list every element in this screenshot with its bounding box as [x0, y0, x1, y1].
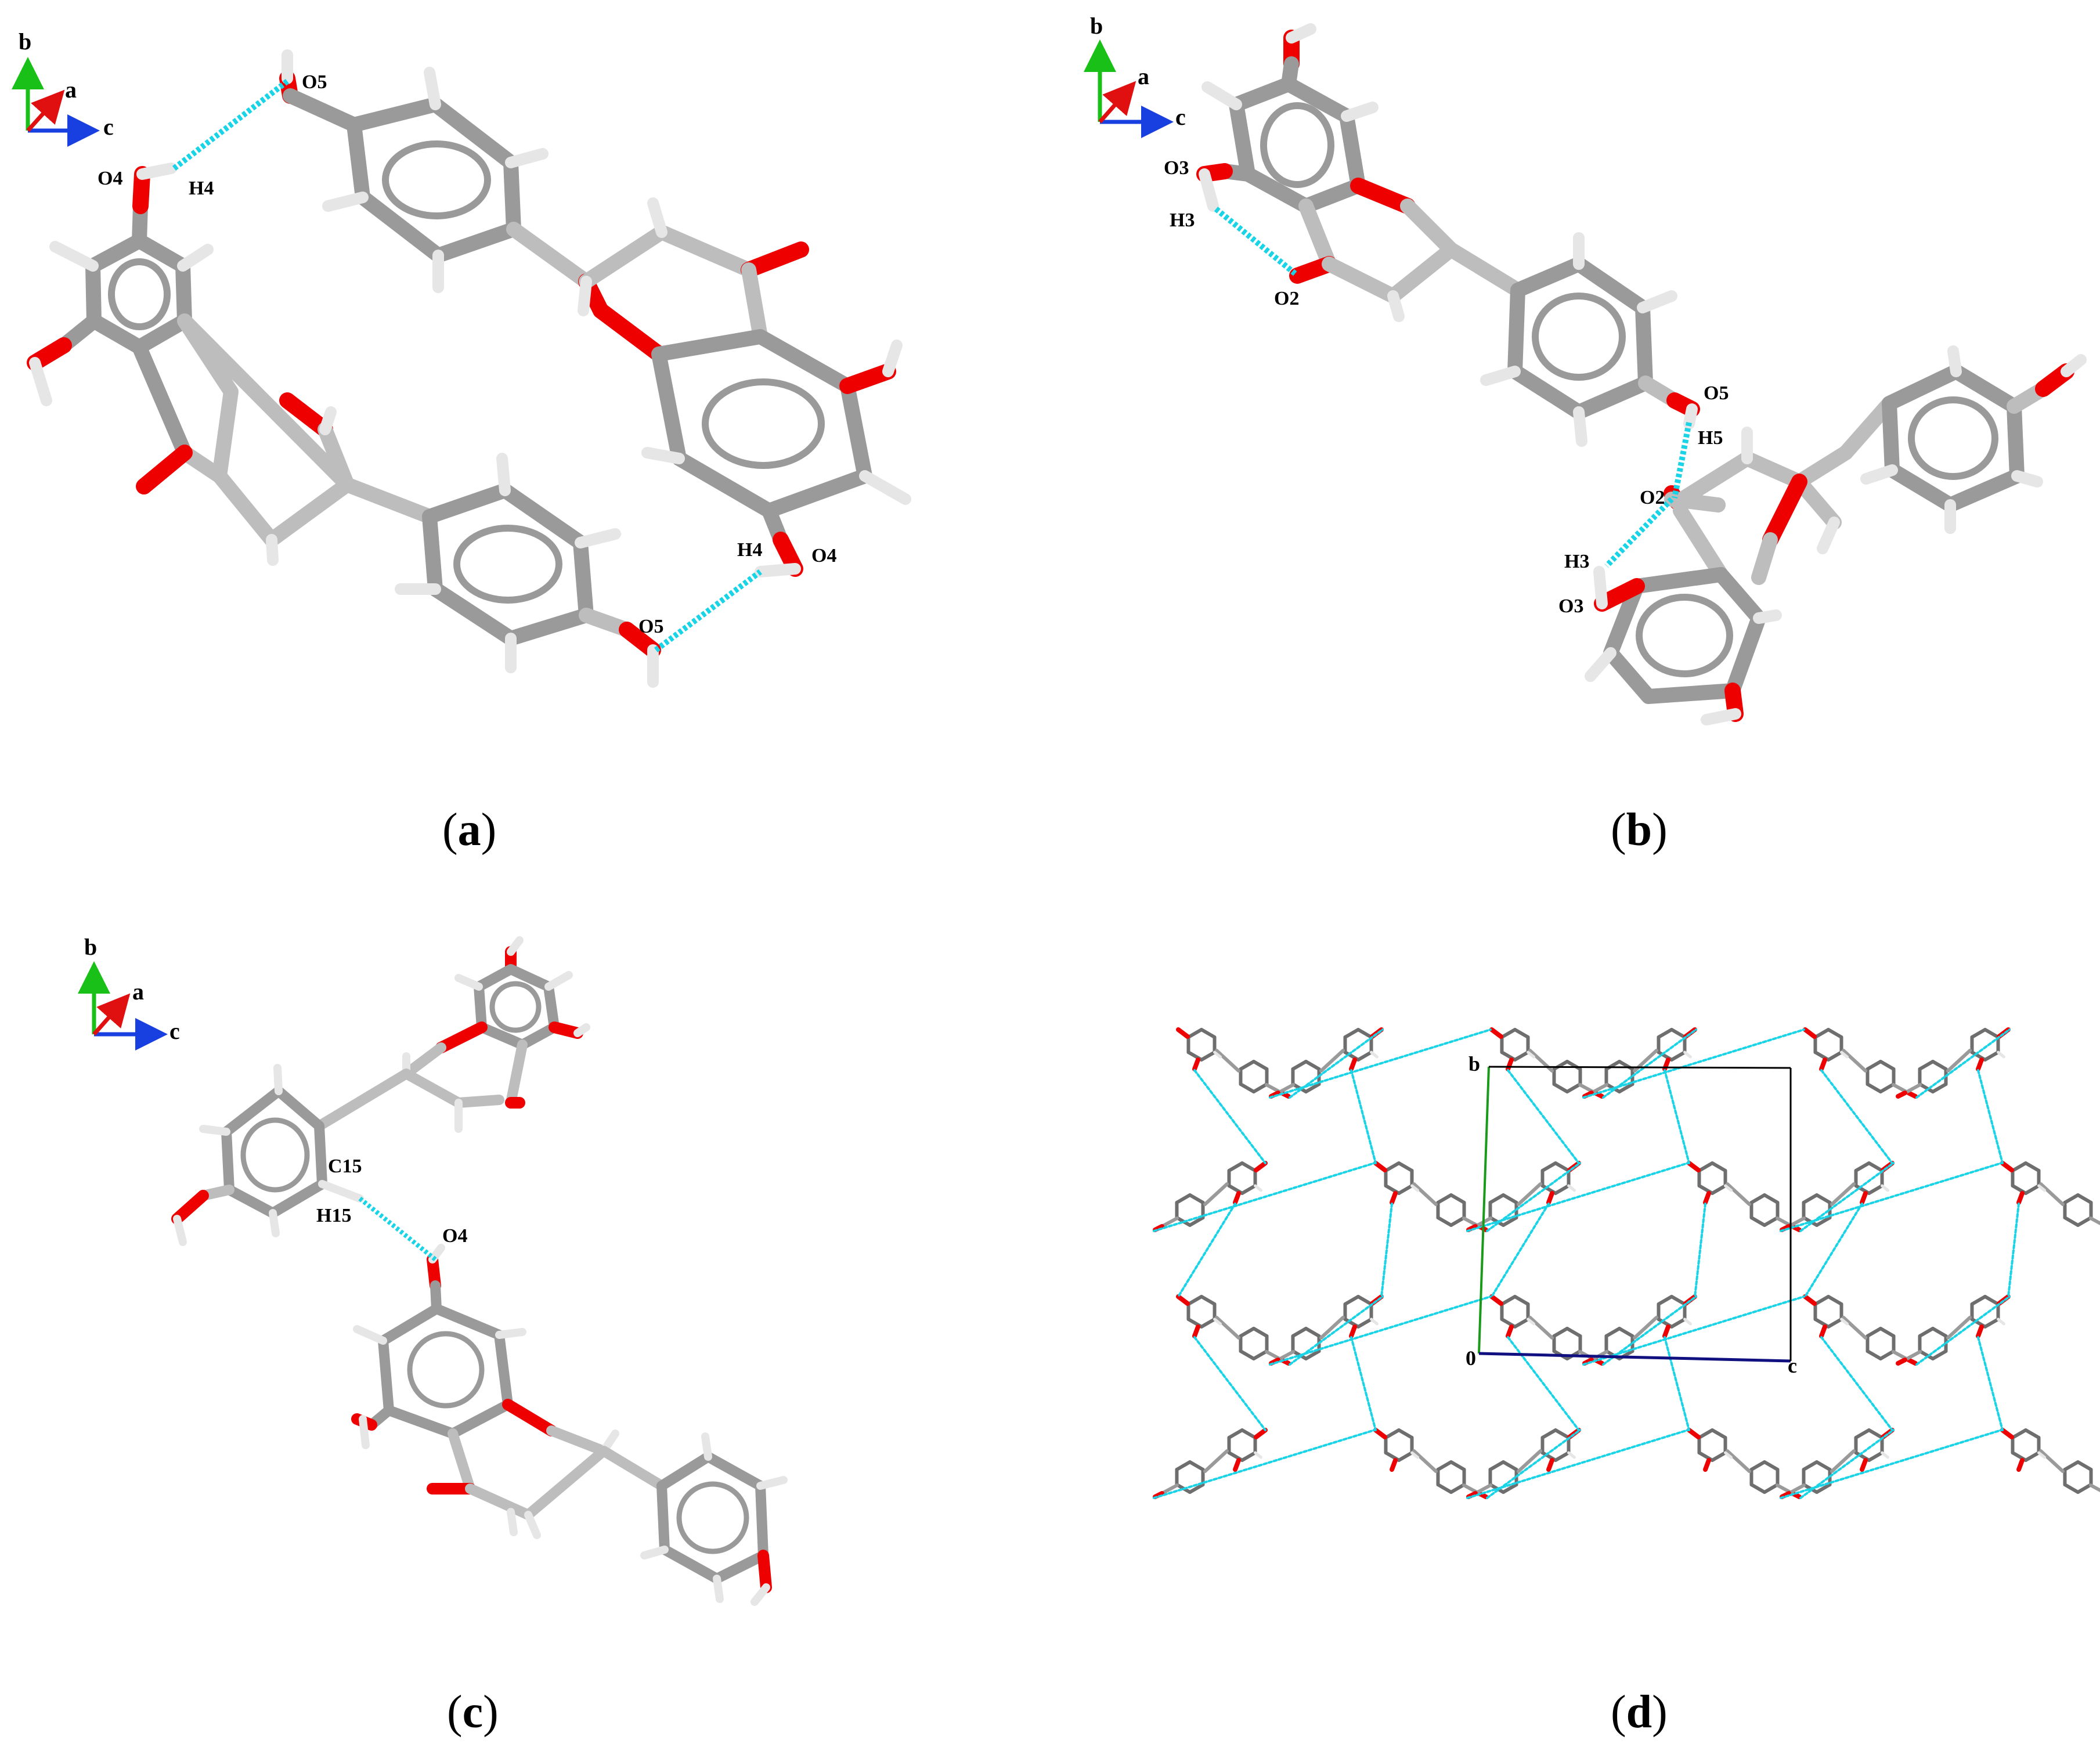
- label-O4: O4: [442, 1225, 467, 1247]
- axis-b-label: b: [19, 28, 31, 55]
- label-O2-top: O2: [1274, 288, 1299, 309]
- packing-molecule: [1780, 1428, 1895, 1499]
- hbond-a-bottom: [654, 569, 762, 652]
- axis-a-label: a: [132, 979, 144, 1005]
- packing-molecule: [1896, 1027, 2011, 1099]
- packing-molecule: [1803, 1294, 1918, 1366]
- caption-d: (d): [1611, 1687, 1668, 1738]
- packing-molecule: [1466, 1428, 1581, 1499]
- axis-c-label: c: [103, 114, 114, 140]
- packing-molecule: [1687, 1428, 1802, 1499]
- packing-molecule: [1153, 1161, 1268, 1232]
- axis-triad-a: b a c: [11, 28, 114, 147]
- unit-cell-c-edge: [1478, 1352, 1791, 1363]
- cell-label-b: b: [1468, 1052, 1480, 1075]
- hbond-b-middle: [1672, 422, 1692, 499]
- packing-molecule: [1373, 1428, 1488, 1499]
- molecule-b-top: [1196, 23, 1700, 447]
- molecule-a-left: [27, 163, 661, 688]
- label-O5: O5: [1704, 382, 1729, 404]
- packing-molecule: [1780, 1161, 1895, 1232]
- panel-b: b a c: [1084, 13, 2087, 725]
- label-C15: C15: [328, 1156, 362, 1177]
- packing-molecule: [1153, 1428, 1268, 1499]
- unit-cell-top-edge: [1488, 1066, 1791, 1069]
- label-H5: H5: [1698, 427, 1723, 449]
- packing-molecule: [1896, 1294, 2011, 1366]
- axis-triad-c: b a c: [78, 934, 180, 1051]
- label-H3-bottom: H3: [1564, 551, 1589, 572]
- hbond-b-bottom: [1604, 497, 1674, 568]
- unit-cell-b-edge: [1478, 1066, 1490, 1354]
- packing-molecule: [1269, 1027, 1384, 1099]
- packing-molecule: [1373, 1161, 1488, 1232]
- hbond-c: [358, 1196, 437, 1262]
- caption-a: (a): [442, 804, 497, 855]
- label-O2-bottom: O2: [1640, 487, 1665, 508]
- label-H15: H15: [316, 1205, 351, 1226]
- axis-a-label: a: [65, 77, 77, 103]
- packing-network: [1153, 1027, 2100, 1499]
- molecule-c-bottom: [351, 1244, 788, 1606]
- label-H3-top: H3: [1170, 210, 1195, 231]
- hbond-a-top: [172, 79, 290, 171]
- panel-c: b a c: [78, 934, 788, 1606]
- hbond-b-top: [1214, 207, 1298, 276]
- cell-label-origin: 0: [1466, 1347, 1476, 1370]
- packing-molecule: [1687, 1161, 1802, 1232]
- panel-d: b 0 c: [1153, 1027, 2100, 1499]
- packing-molecule: [2000, 1161, 2100, 1227]
- axis-c-label: c: [1175, 104, 1186, 130]
- label-O4-bottom: O4: [811, 545, 836, 566]
- packing-molecule: [2000, 1428, 2100, 1494]
- packing-molecule: [1582, 1027, 1697, 1099]
- molecule-b-bottom: [1585, 345, 2087, 725]
- axis-a-label: a: [1138, 63, 1149, 89]
- label-O5-top: O5: [302, 71, 327, 93]
- molecule-a-right: [279, 49, 911, 577]
- caption-c: (c): [447, 1687, 499, 1738]
- cell-label-c: c: [1788, 1354, 1797, 1377]
- axis-triad-b: b a c: [1084, 13, 1186, 138]
- label-O5-bottom: O5: [638, 616, 663, 637]
- caption-b: (b): [1611, 804, 1668, 855]
- axis-c-label: c: [169, 1018, 180, 1044]
- packing-molecule: [1176, 1294, 1291, 1366]
- axis-b-label: b: [84, 934, 97, 960]
- packing-molecule: [1489, 1027, 1604, 1099]
- label-O4-top: O4: [98, 168, 122, 189]
- label-O3-top: O3: [1164, 157, 1189, 179]
- axis-b-label: b: [1090, 13, 1103, 39]
- packing-molecule: [1269, 1294, 1384, 1366]
- label-H4-bottom: H4: [737, 539, 762, 561]
- label-O3-bottom: O3: [1558, 595, 1583, 617]
- packing-molecule: [1176, 1027, 1291, 1099]
- packing-molecule: [1582, 1294, 1697, 1366]
- packing-molecule: [1803, 1027, 1918, 1099]
- label-H4-top: H4: [189, 178, 214, 199]
- molecule-c-top: [171, 936, 590, 1246]
- panel-a: b a c: [11, 28, 911, 688]
